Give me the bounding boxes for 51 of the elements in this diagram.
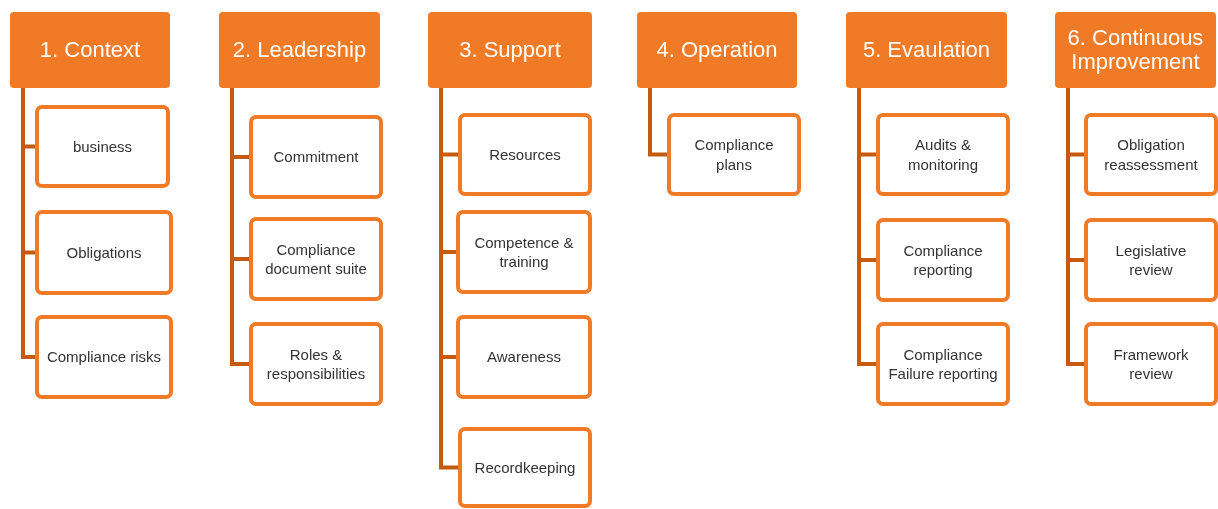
phase-header-box (637, 12, 797, 88)
phase-header-box (10, 12, 170, 88)
node-text: Compliance document suite (264, 239, 368, 279)
connector-line (21, 88, 35, 359)
step-box (35, 210, 173, 295)
node-text: Obligations (66, 242, 142, 263)
node-text: Audits & monitoring (906, 135, 979, 174)
step-box (249, 217, 383, 301)
phase-header-box (219, 12, 380, 88)
node-text: 4. Operation (656, 37, 778, 63)
connector-line (857, 88, 876, 366)
connector-line (648, 88, 667, 157)
phase-header-box (846, 12, 1007, 88)
node-text: Obligation reassessment (1103, 135, 1199, 174)
step-box (35, 315, 173, 399)
step-box (667, 113, 801, 196)
step-box (249, 322, 383, 406)
phase-header-box (1055, 12, 1216, 88)
step-box (456, 315, 592, 399)
node-text: Compliance reporting (902, 240, 984, 280)
node-text: Compliance risks (46, 347, 162, 367)
node-text: Roles & responsibilities (265, 344, 367, 384)
node-text: Resources (489, 144, 561, 165)
node-text: Competence & training (473, 232, 575, 272)
node-text: business (72, 136, 133, 157)
step-box (249, 115, 383, 199)
node-text: 1. Context (39, 37, 141, 63)
step-box (35, 105, 170, 188)
node-text: 2. Leadership (232, 37, 367, 63)
node-text: Compliance plans (693, 135, 775, 174)
connector-line (1066, 88, 1084, 366)
step-box (1084, 322, 1218, 406)
node-text: Legislative review (1114, 240, 1188, 280)
step-box (1084, 218, 1218, 302)
node-text: Awareness (487, 347, 561, 367)
step-box (1084, 113, 1218, 196)
step-box (876, 218, 1010, 302)
node-text: 5. Evaulation (862, 37, 991, 63)
node-text: Framework review (1112, 344, 1190, 384)
step-box (876, 322, 1010, 406)
step-box (458, 113, 592, 196)
phase-header-box (428, 12, 592, 88)
node-text: 3. Support (459, 37, 561, 63)
node-text: 6. Continuous Improvement (1066, 25, 1205, 75)
node-text: Commitment (273, 147, 359, 167)
step-box (458, 427, 592, 508)
step-box (456, 210, 592, 294)
node-text: Recordkeeping (474, 457, 576, 478)
connector-line (439, 88, 458, 470)
node-text: Compliance Failure reporting (887, 344, 999, 384)
step-box (876, 113, 1010, 196)
